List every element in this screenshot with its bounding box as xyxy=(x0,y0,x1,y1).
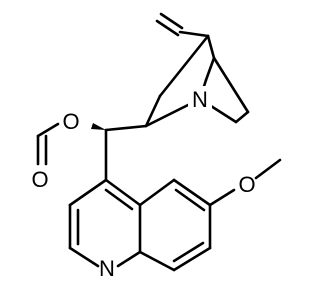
vinyl-double-bond-b xyxy=(159,12,184,30)
cage-bond-c4-c7 xyxy=(212,56,250,114)
atom-o-ester: O xyxy=(62,109,79,134)
atom-n-bridgehead: N xyxy=(192,87,208,112)
cage-bond-c3-c2 xyxy=(158,34,210,98)
bond-o-formyl xyxy=(36,122,60,138)
quinoline-bond-n-c8a xyxy=(116,250,142,268)
cage-bond-c4-c5 xyxy=(204,56,216,82)
quinoline-bond-c2-n xyxy=(68,246,100,268)
quinoline-bond-c4a-c4-inner xyxy=(104,188,134,211)
cage-bond-c3-c4 xyxy=(206,34,216,60)
quinoline-bond-c4a-c4 xyxy=(104,178,142,207)
benzo-bond-c8-c8a xyxy=(138,250,176,272)
atom-o-methoxy: O xyxy=(238,172,255,197)
hashed-wedge-c9-o xyxy=(91,123,106,130)
benzo-bond-c7-c8-inner xyxy=(172,241,205,263)
bond-o-methyl xyxy=(254,158,282,180)
cage-bond-c2-c8 xyxy=(144,94,162,128)
cage-bond-c7-c6 xyxy=(234,110,250,124)
atom-o-carbonyl: O xyxy=(31,167,48,192)
vinyl-bond xyxy=(178,30,210,38)
chemical-structure: N O O N O xyxy=(31,12,282,281)
benzo-bond-c4a-c5 xyxy=(138,178,176,207)
benzo-bond-c5-c6-inner xyxy=(174,188,206,212)
benzo-bond-c5-c6 xyxy=(172,178,212,207)
benzo-bond-c7-c8 xyxy=(172,246,212,272)
quinoline-bond-c4-c3 xyxy=(68,178,108,207)
vinyl-double-bond-a xyxy=(155,19,180,37)
bond-c6-o-methoxy xyxy=(208,188,236,207)
atom-n-quinoline: N xyxy=(99,256,115,281)
structure-canvas: N O O N O xyxy=(31,12,282,281)
bond-c8-c9 xyxy=(104,124,148,132)
